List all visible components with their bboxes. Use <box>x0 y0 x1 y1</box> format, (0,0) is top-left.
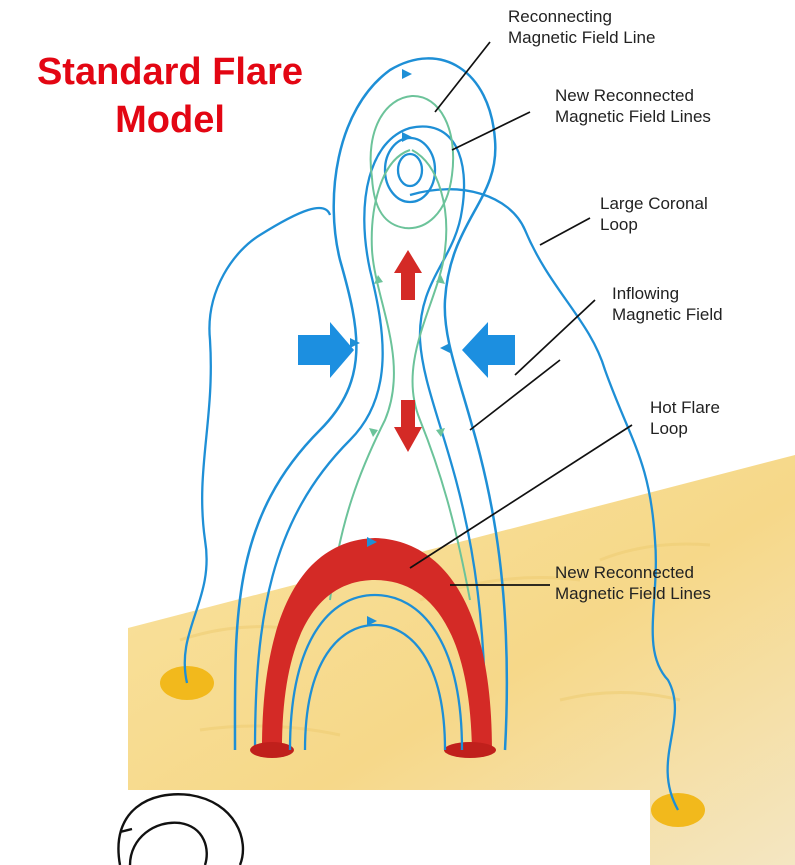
flare-footpoint-right <box>444 742 496 758</box>
reconnected-line-1 <box>330 150 410 600</box>
title-line-1: Standard Flare <box>20 48 320 96</box>
outflow-arrow-down-icon <box>394 400 422 452</box>
label-new-reconnected-top: New Reconnected Magnetic Field Lines <box>555 85 711 127</box>
inset-panel <box>0 790 650 865</box>
label-new-reconnected-bottom: New Reconnected Magnetic Field Lines <box>555 562 711 604</box>
inflow-arrow-right-icon <box>462 322 515 378</box>
label-hot-flare-loop: Hot Flare Loop <box>650 397 720 439</box>
title-line-2: Model <box>20 96 320 144</box>
label-large-coronal-loop: Large Coronal Loop <box>600 193 708 235</box>
plasmoid-outer-ring <box>371 96 454 228</box>
label-reconnecting: Reconnecting Magnetic Field Line <box>508 6 655 48</box>
plasmoid-spiral <box>385 138 435 202</box>
page-title: Standard Flare Model <box>20 48 320 144</box>
inflow-arrow-left-icon <box>298 322 354 378</box>
flare-footpoint-left <box>250 742 294 758</box>
outflow-arrow-up-icon <box>394 250 422 300</box>
label-inflowing: Inflowing Magnetic Field <box>612 283 723 325</box>
